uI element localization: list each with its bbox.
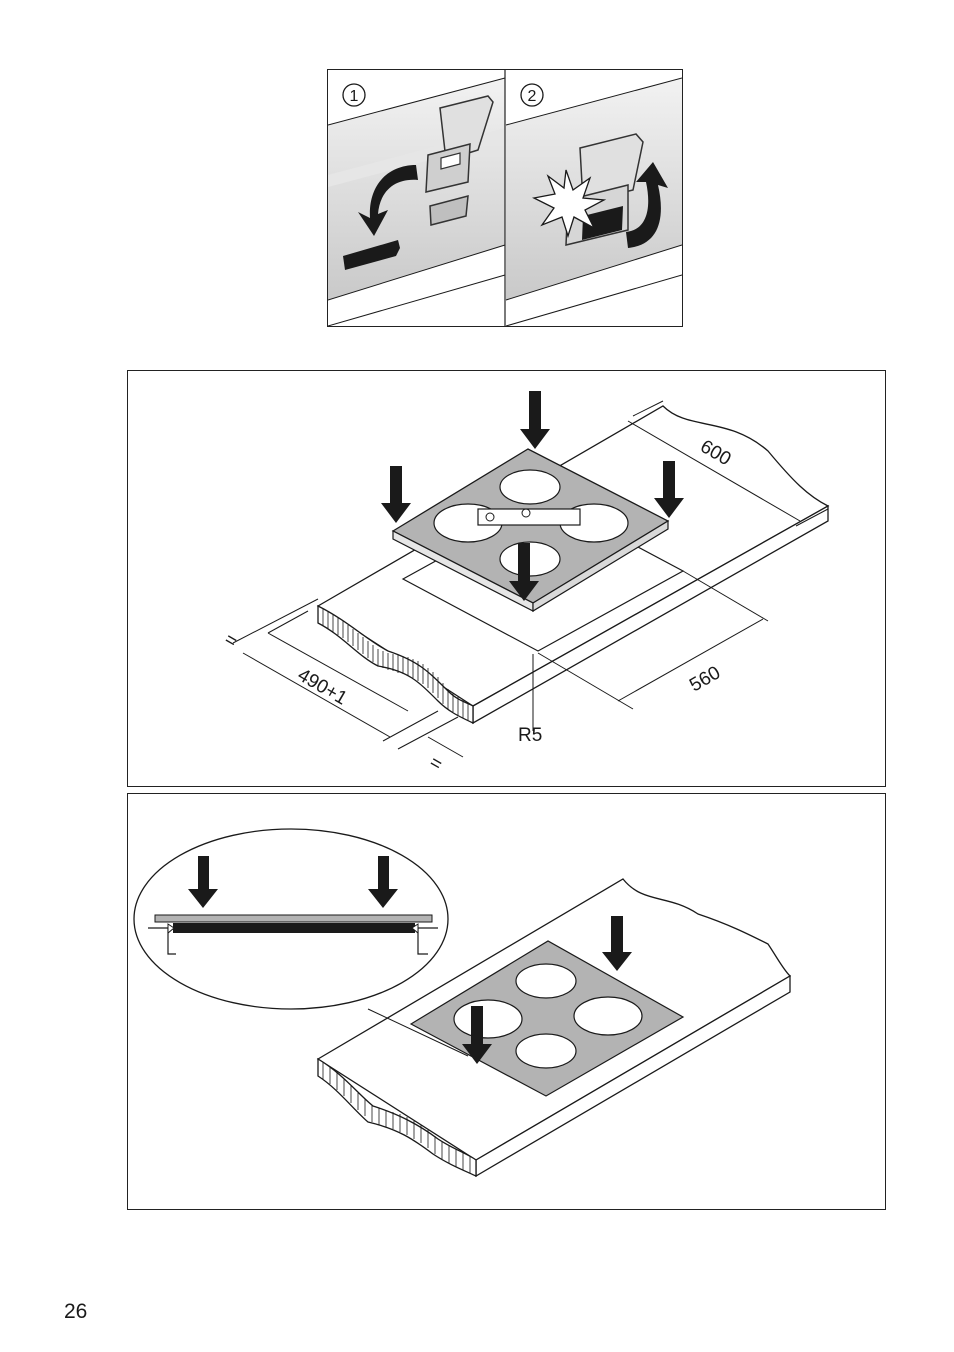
seating-drawing <box>128 794 885 1209</box>
page-number: 26 <box>64 1300 87 1324</box>
step-1-panel: 1 <box>328 70 505 326</box>
hob-seating-figure <box>127 793 886 1210</box>
detail-callout <box>134 829 448 1009</box>
arrow-down-icon <box>520 391 550 449</box>
cutout-drawing: 600 560 490+1 R5 = = <box>128 371 885 786</box>
clip-steps-figure: 1 2 <box>327 69 683 327</box>
dim-490-label: 490+1 <box>294 665 351 710</box>
dim-560-label: 560 <box>686 662 724 696</box>
svg-text:1: 1 <box>350 88 359 105</box>
arrow-down-icon <box>381 466 411 523</box>
equal-sign-bottom: = <box>426 752 446 776</box>
dim-r5-label: R5 <box>518 725 542 746</box>
svg-text:2: 2 <box>528 88 537 105</box>
step-2-panel: 2 <box>506 70 682 326</box>
cutout-dimensions-figure: 600 560 490+1 R5 = = <box>127 370 886 787</box>
clip-steps-drawing: 1 2 <box>328 70 682 326</box>
